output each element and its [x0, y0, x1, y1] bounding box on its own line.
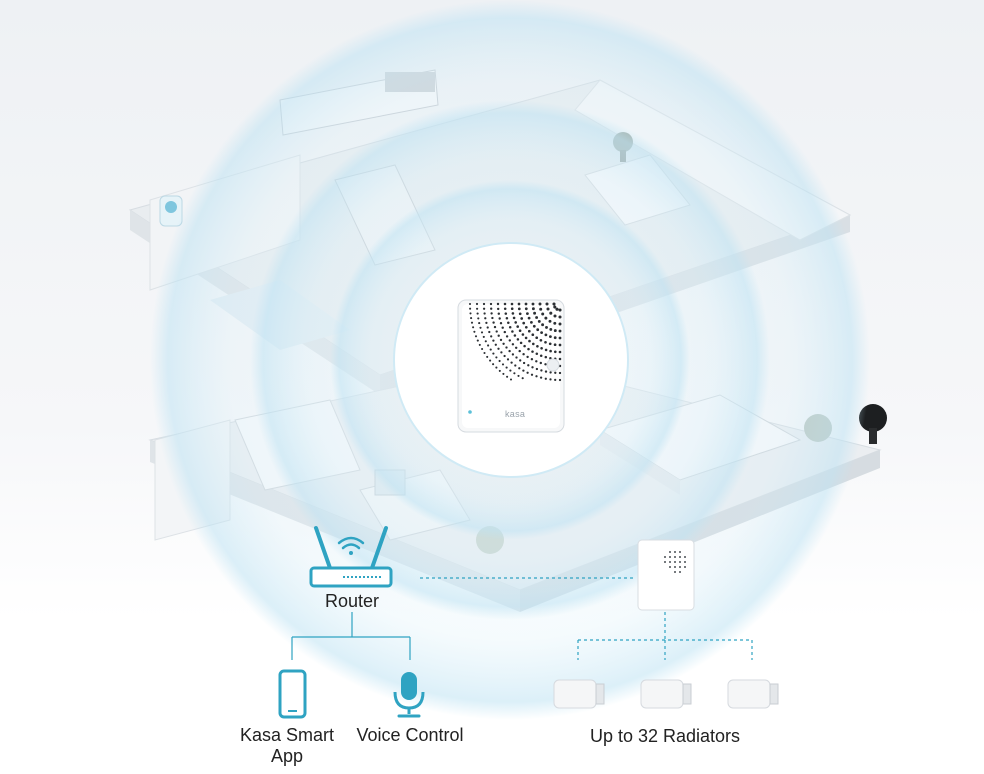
- smartphone-icon: [278, 669, 307, 719]
- radiator-valve-icon: [727, 679, 779, 709]
- router-label: Router: [324, 591, 380, 611]
- wifi-icon: [337, 536, 365, 555]
- router-icon: [309, 526, 393, 588]
- radiator-valve-icon: [553, 679, 605, 709]
- hub-small-icon: [637, 539, 695, 611]
- microphone-icon: [393, 672, 425, 718]
- voice-control-label: Voice Control: [356, 725, 464, 745]
- radiator-valve-icon: [640, 679, 692, 709]
- kasa-app-label: Kasa Smart App: [239, 725, 335, 766]
- network-lines: [291, 577, 753, 660]
- hub-brand-text: kasa: [505, 409, 526, 419]
- radiator-valves: [553, 679, 779, 709]
- radiators-label: Up to 32 Radiators: [589, 726, 741, 746]
- hub-device-icon: [457, 299, 565, 433]
- hub-spotlight: [393, 242, 629, 478]
